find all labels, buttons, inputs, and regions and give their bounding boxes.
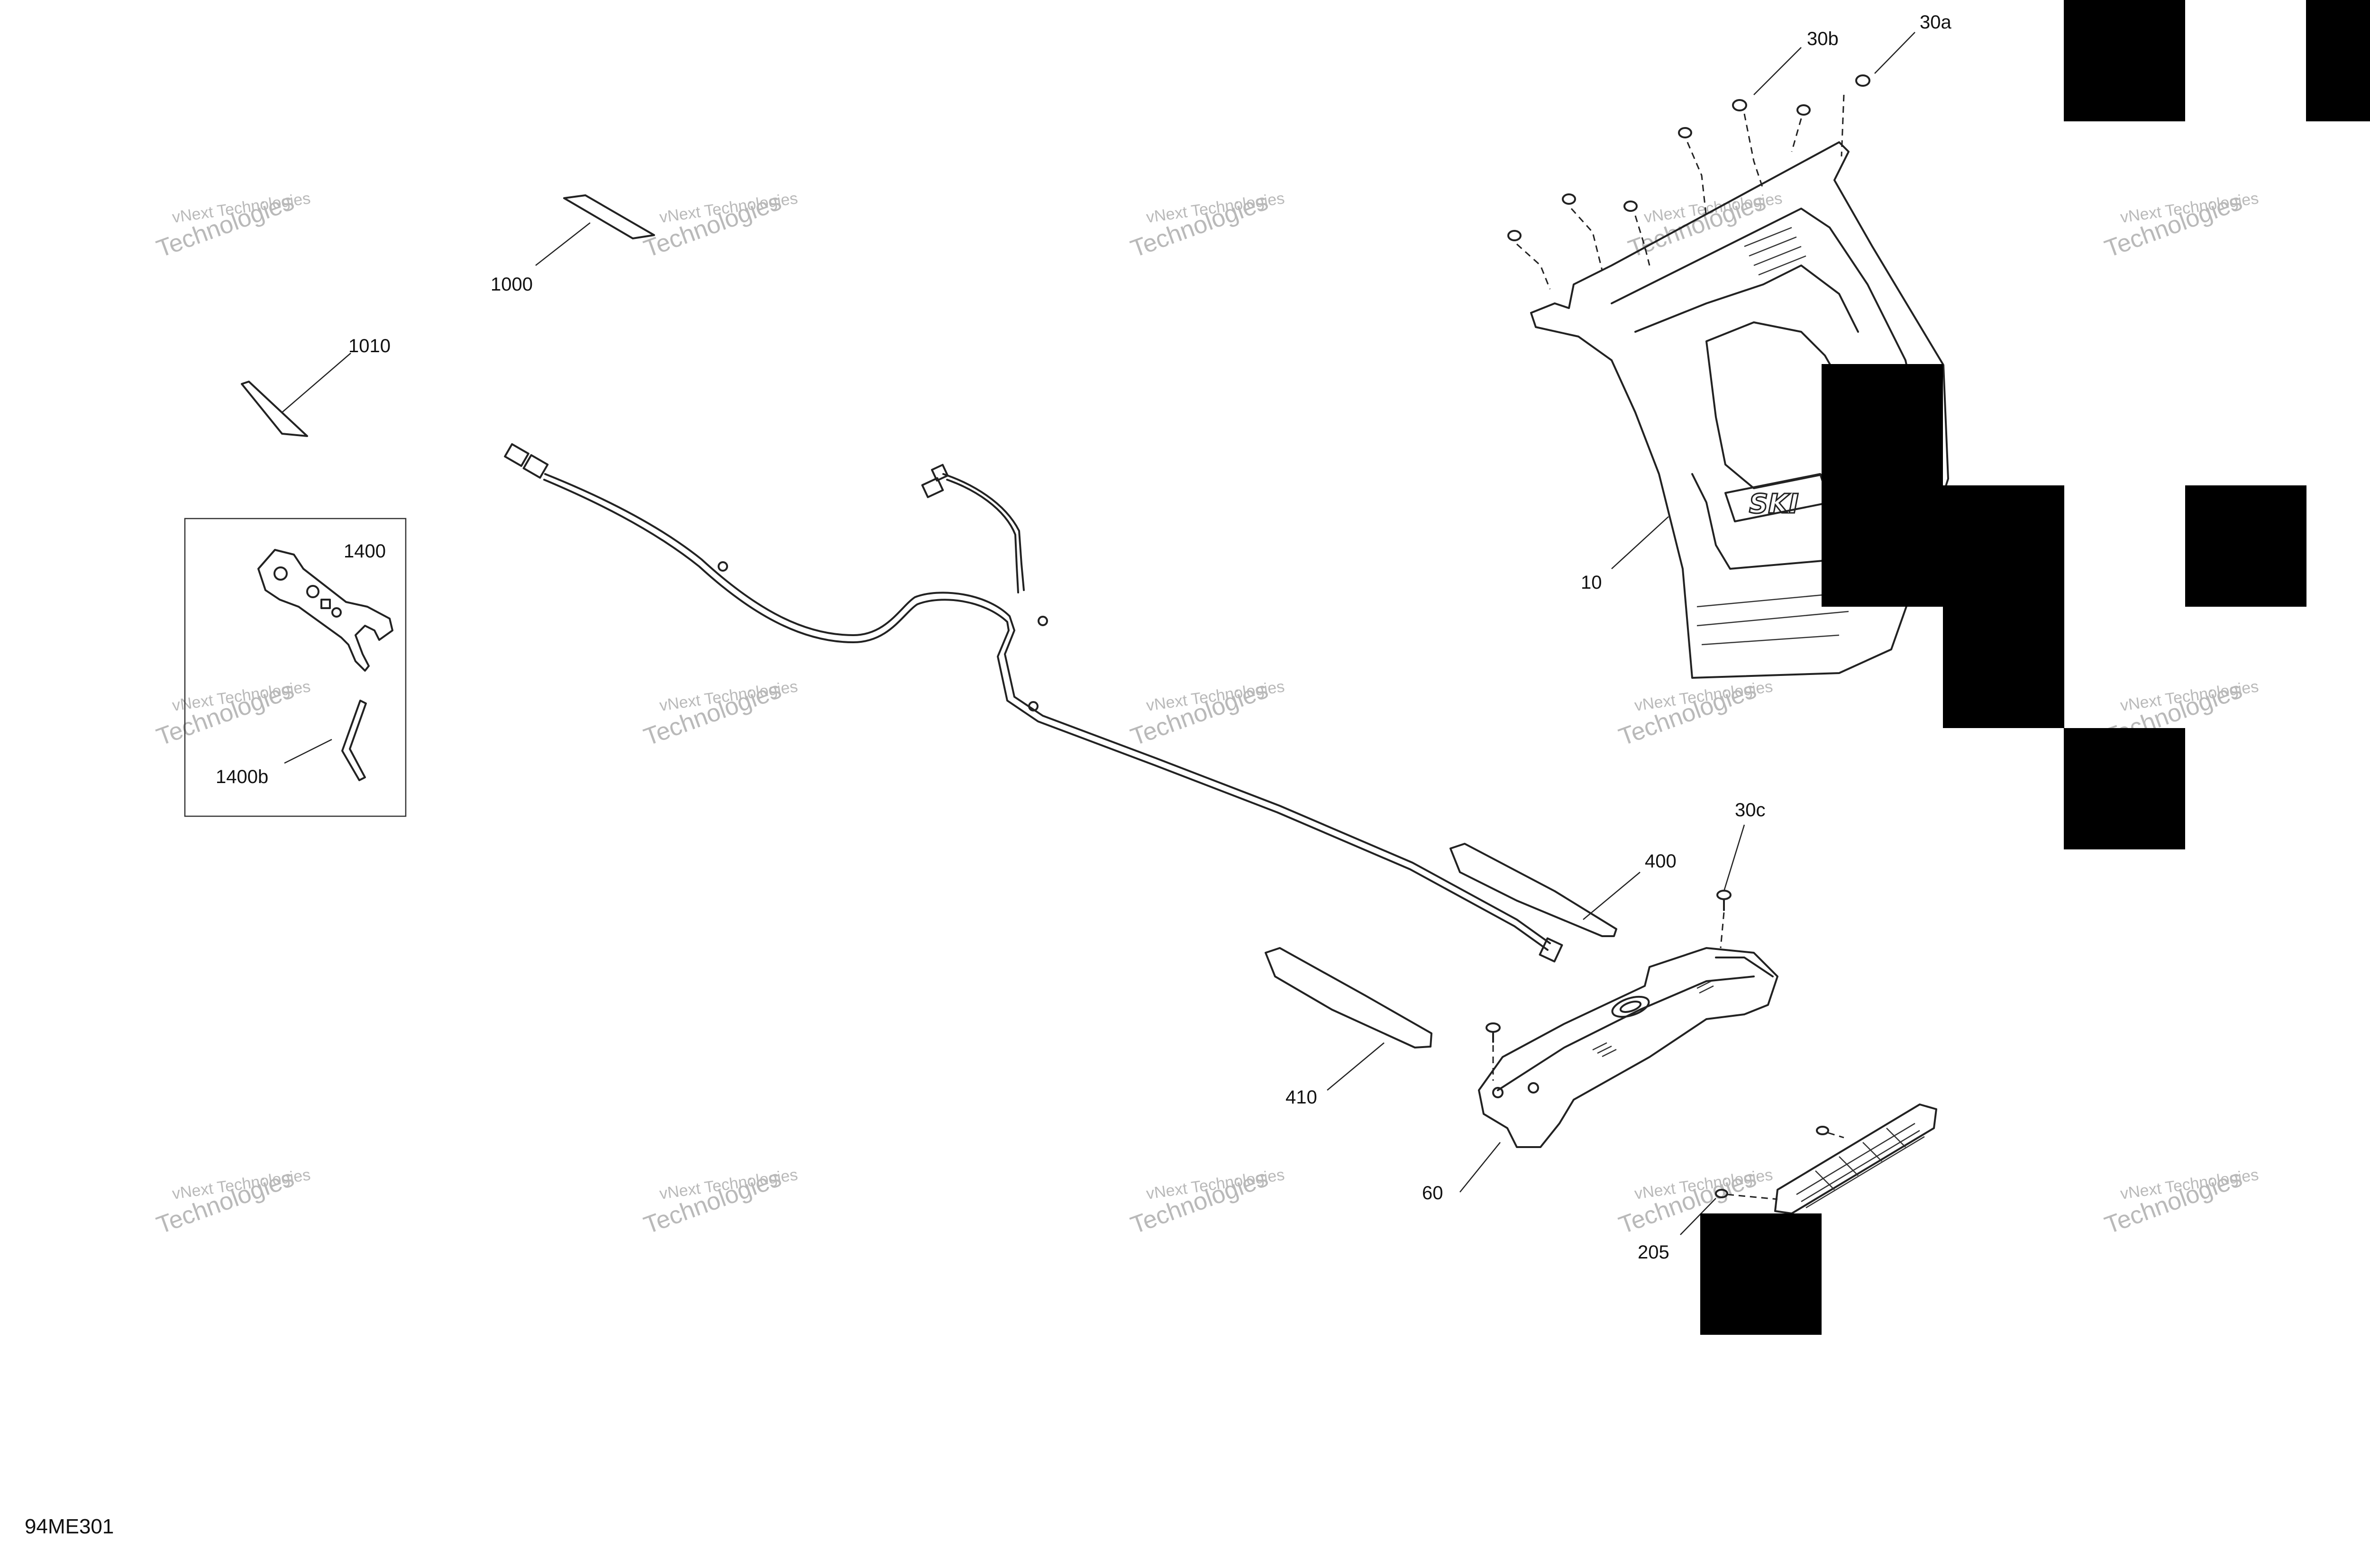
callout-410: 410 (1285, 1087, 1317, 1108)
drawing-code: 94ME301 (25, 1515, 114, 1538)
decal-1000: 1000 (491, 194, 655, 295)
hex-key-1400b (341, 700, 367, 781)
watermark: vNext Technologies Technologies (640, 188, 799, 263)
watermark: vNext Technologies Technologies (153, 676, 312, 751)
callout-30b: 30b (1807, 28, 1839, 49)
watermark: vNext Technologies Technologies (1127, 1164, 1286, 1239)
redaction-block (2306, 0, 2370, 121)
logo-emboss: SKI (1749, 489, 1799, 520)
screw (1816, 1126, 1844, 1139)
watermark: vNext Technologies Technologies (2101, 1164, 2260, 1239)
redaction-block (1822, 485, 1943, 607)
redaction-block (1943, 607, 2064, 728)
callout-205: 205 (1638, 1242, 1669, 1263)
decal-410: 410 (1265, 947, 1432, 1108)
screw (1486, 1022, 1501, 1081)
callout-30c: 30c (1735, 800, 1766, 820)
redaction-block (2064, 0, 2185, 121)
watermark: vNext Technologies Technologies (1127, 676, 1286, 751)
callout-60: 60 (1422, 1183, 1443, 1203)
callout-30a: 30a (1920, 12, 1951, 33)
redaction-block (1700, 1213, 1822, 1335)
decal-400: 400 (1449, 843, 1677, 937)
decal-1010: 1010 (241, 336, 391, 437)
redaction-block (2064, 728, 2185, 849)
wiring-harness (504, 443, 1563, 963)
callout-1400b: 1400b (216, 766, 268, 787)
redaction-group (1700, 0, 2370, 1335)
grille-205: 205 (1638, 1103, 1937, 1263)
watermark: vNext Technologies Technologies (153, 188, 312, 263)
watermark: vNext Technologies Technologies (2101, 188, 2260, 263)
spanner-wrench-1400 (257, 549, 393, 672)
watermark: vNext Technologies Technologies (640, 1164, 799, 1239)
callout-1010: 1010 (348, 336, 391, 356)
callout-10: 10 (1581, 572, 1602, 593)
watermark: vNext Technologies Technologies (1615, 676, 1774, 751)
watermark: vNext Technologies Technologies (153, 1164, 312, 1239)
redaction-block (1822, 364, 1943, 485)
fastener-group (1507, 74, 1870, 241)
tool-kit-box: 1400 1400b (184, 518, 407, 817)
callout-400: 400 (1645, 851, 1677, 872)
redaction-block (1943, 485, 2064, 607)
watermark: vNext Technologies Technologies (1127, 188, 1286, 263)
watermark: vNext Technologies Technologies (640, 676, 799, 751)
housing-60: 30c 60 (1422, 800, 1778, 1203)
screw (1715, 1189, 1778, 1200)
callout-1000: 1000 (491, 274, 533, 295)
callout-1400: 1400 (344, 541, 386, 562)
screw (1716, 890, 1732, 948)
redaction-block (2185, 485, 2306, 607)
